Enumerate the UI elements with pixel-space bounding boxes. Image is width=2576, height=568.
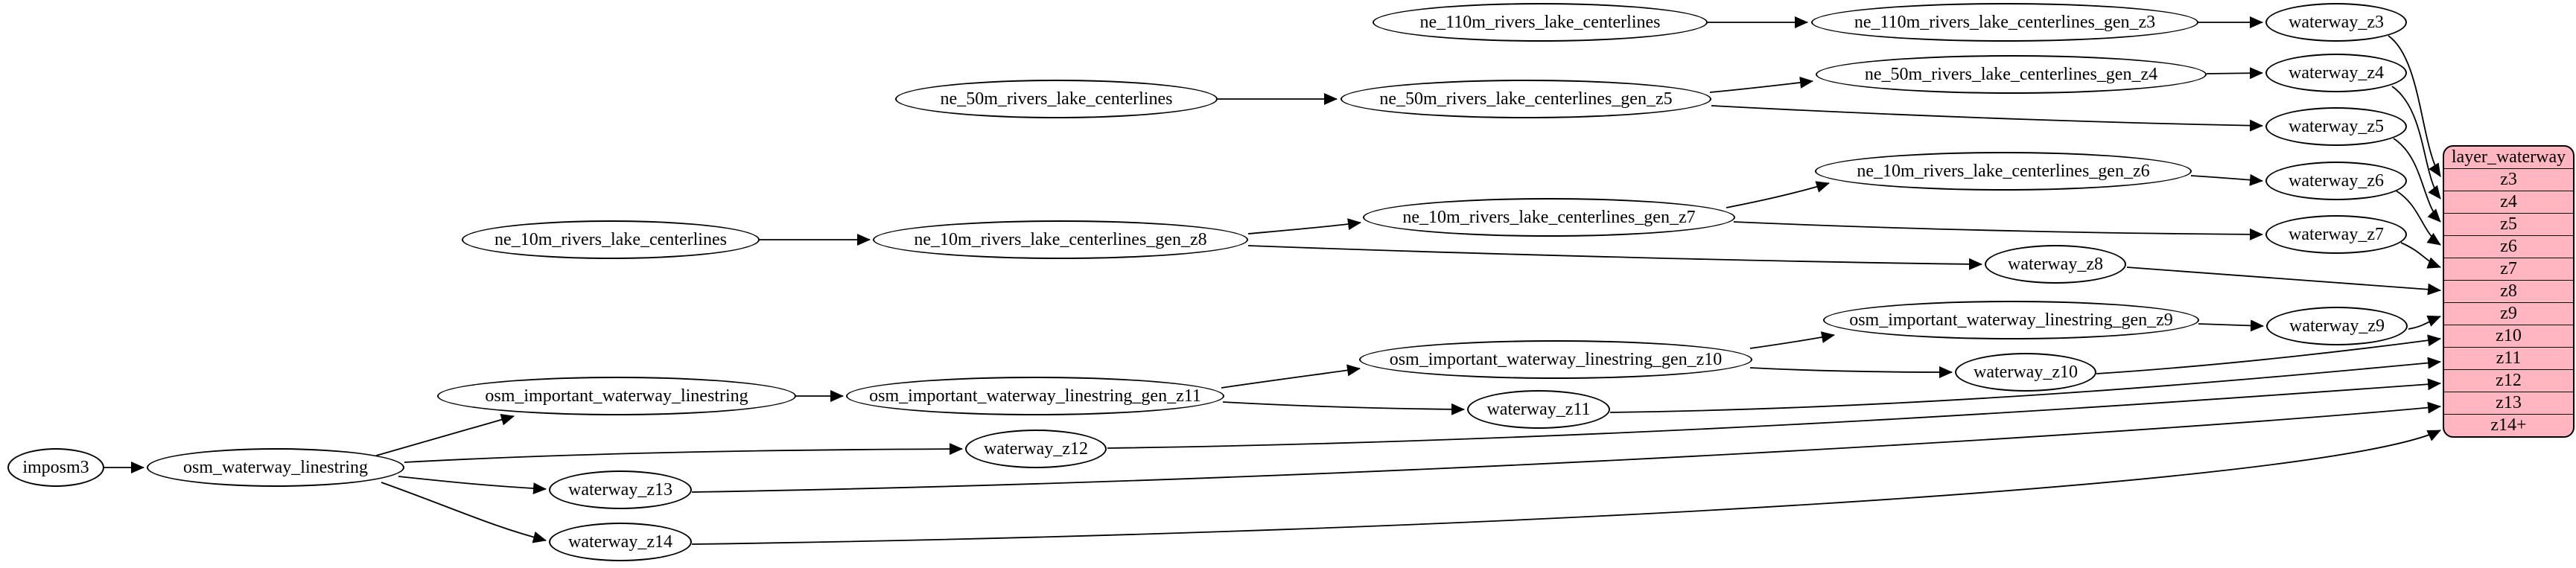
node-waterway_z13: waterway_z13: [549, 470, 692, 509]
node-waterway_z14: waterway_z14: [549, 523, 692, 561]
edge-osm_waterway_linestring-to-waterway_z13: [398, 476, 547, 495]
edge-waterway_z10-to-record-z10: [2096, 334, 2441, 374]
node-waterway_z5: waterway_z5: [2265, 107, 2407, 146]
record-row-z11: z11: [2444, 347, 2573, 369]
edge-gen_z5-to-waterway_z5: [1711, 105, 2263, 132]
node-waterway_z8: waterway_z8: [1985, 245, 2126, 284]
node-osm_important_waterway_linestring: osm_important_waterway_linestring: [437, 377, 796, 415]
edge-waterway_z6-to-record-z6: [2395, 190, 2441, 246]
node-waterway_z12: waterway_z12: [965, 430, 1107, 468]
node-ne_10m_rivers_lake_centerlines_gen_z8: ne_10m_rivers_lake_centerlines_gen_z8: [873, 220, 1248, 259]
edge-waterway_z4-to-record-z4: [2391, 86, 2441, 200]
node-waterway_z4: waterway_z4: [2265, 54, 2407, 92]
edge-gen_z4-to-waterway_z4: [2206, 67, 2263, 80]
edge-osm_waterway_linestring-to-osm_important_waterway_linestring: [375, 413, 515, 456]
node-ne_110m_rivers_lake_centerlines_gen_z3: ne_110m_rivers_lake_centerlines_gen_z3: [1811, 3, 2198, 42]
node-imposm3: imposm3: [7, 448, 104, 487]
edge-gen_z8-to-waterway_z8: [1247, 245, 1982, 270]
record-row-z9: z9: [2444, 302, 2573, 325]
node-osm_important_waterway_linestring_gen_z11: osm_important_waterway_linestring_gen_z1…: [846, 377, 1224, 415]
edge-gen_z11-to-gen_z10: [1221, 364, 1361, 389]
node-osm_important_waterway_linestring_gen_z10: osm_important_waterway_linestring_gen_z1…: [1359, 340, 1752, 379]
edge-waterway_z12-to-record-z12: [1107, 378, 2441, 449]
edge-gen_z5-to-gen_z4: [1709, 76, 1813, 93]
edge-waterway_z7-to-record-z7: [2400, 242, 2441, 269]
edge-waterway_z14-to-record-z14: [691, 430, 2441, 545]
record-row-z8: z8: [2444, 280, 2573, 302]
edge-osm_waterway_linestring-to-waterway_z14: [381, 482, 547, 543]
record-row-z3: z3: [2444, 168, 2573, 191]
edge-waterway_z13-to-record-z13: [691, 401, 2441, 493]
record-row-z5: z5: [2444, 213, 2573, 235]
edge-waterway_z11-to-record-z11: [1609, 357, 2441, 413]
edge-osm_waterway_linestring-to-waterway_z12: [404, 443, 963, 463]
edge-gen_z6-to-waterway_z6: [2190, 173, 2263, 186]
node-ne_50m_rivers_lake_centerlines: ne_50m_rivers_lake_centerlines: [895, 80, 1218, 118]
node-waterway_z3: waterway_z3: [2265, 3, 2407, 42]
edge-gen_z10-to-waterway_z10: [1749, 366, 1953, 378]
edge-waterway_z3-to-record-z3: [2388, 35, 2441, 177]
edge-gen_z8-to-gen_z7: [1247, 218, 1361, 234]
record-header: layer_waterway: [2451, 147, 2566, 167]
edge-gen_z11-to-waterway_z11: [1222, 401, 1465, 415]
record-row-z4: z4: [2444, 191, 2573, 213]
node-ne_50m_rivers_lake_centerlines_gen_z4: ne_50m_rivers_lake_centerlines_gen_z4: [1816, 55, 2207, 94]
node-ne_10m_rivers_lake_centerlines_gen_z6: ne_10m_rivers_lake_centerlines_gen_z6: [1815, 152, 2192, 191]
node-waterway_z7: waterway_z7: [2265, 215, 2407, 254]
edge-gen_z7-to-waterway_z7: [1733, 221, 2263, 240]
edge-waterway_z5-to-record-z5: [2393, 138, 2441, 223]
node-osm_waterway_linestring: osm_waterway_linestring: [147, 448, 404, 487]
record-row-z12: z12: [2444, 369, 2573, 392]
node-waterway_z11: waterway_z11: [1467, 390, 1610, 429]
record-row-z7: z7: [2444, 258, 2573, 280]
record-layer-waterway: layer_waterway z3 z4 z5 z6 z7 z8 z9 z10 …: [2443, 145, 2575, 438]
edge-gen_z9-to-waterway_z9: [2198, 319, 2264, 332]
node-waterway_z6: waterway_z6: [2265, 162, 2407, 200]
node-ne_10m_rivers_lake_centerlines_gen_z7: ne_10m_rivers_lake_centerlines_gen_z7: [1363, 198, 1735, 237]
node-waterway_z9: waterway_z9: [2266, 307, 2408, 345]
node-waterway_z10: waterway_z10: [1955, 353, 2096, 392]
record-row-z10: z10: [2444, 325, 2573, 347]
edge-waterway_z8-to-record-z8: [2126, 267, 2441, 296]
edge-waterway_z9-to-record-z9: [2408, 315, 2441, 330]
edge-gen_z7-to-gen_z6: [1726, 181, 1830, 208]
record-row-z13: z13: [2444, 392, 2573, 414]
node-osm_important_waterway_linestring_gen_z9: osm_important_waterway_linestring_gen_z9: [1823, 301, 2199, 339]
node-ne_50m_rivers_lake_centerlines_gen_z5: ne_50m_rivers_lake_centerlines_gen_z5: [1341, 80, 1711, 118]
node-ne_110m_rivers_lake_centerlines: ne_110m_rivers_lake_centerlines: [1373, 3, 1708, 42]
node-ne_10m_rivers_lake_centerlines: ne_10m_rivers_lake_centerlines: [462, 220, 760, 259]
record-row-z14plus: z14+: [2444, 414, 2573, 436]
edge-gen_z10-to-gen_z9: [1749, 331, 1835, 349]
record-row-z6: z6: [2444, 235, 2573, 258]
